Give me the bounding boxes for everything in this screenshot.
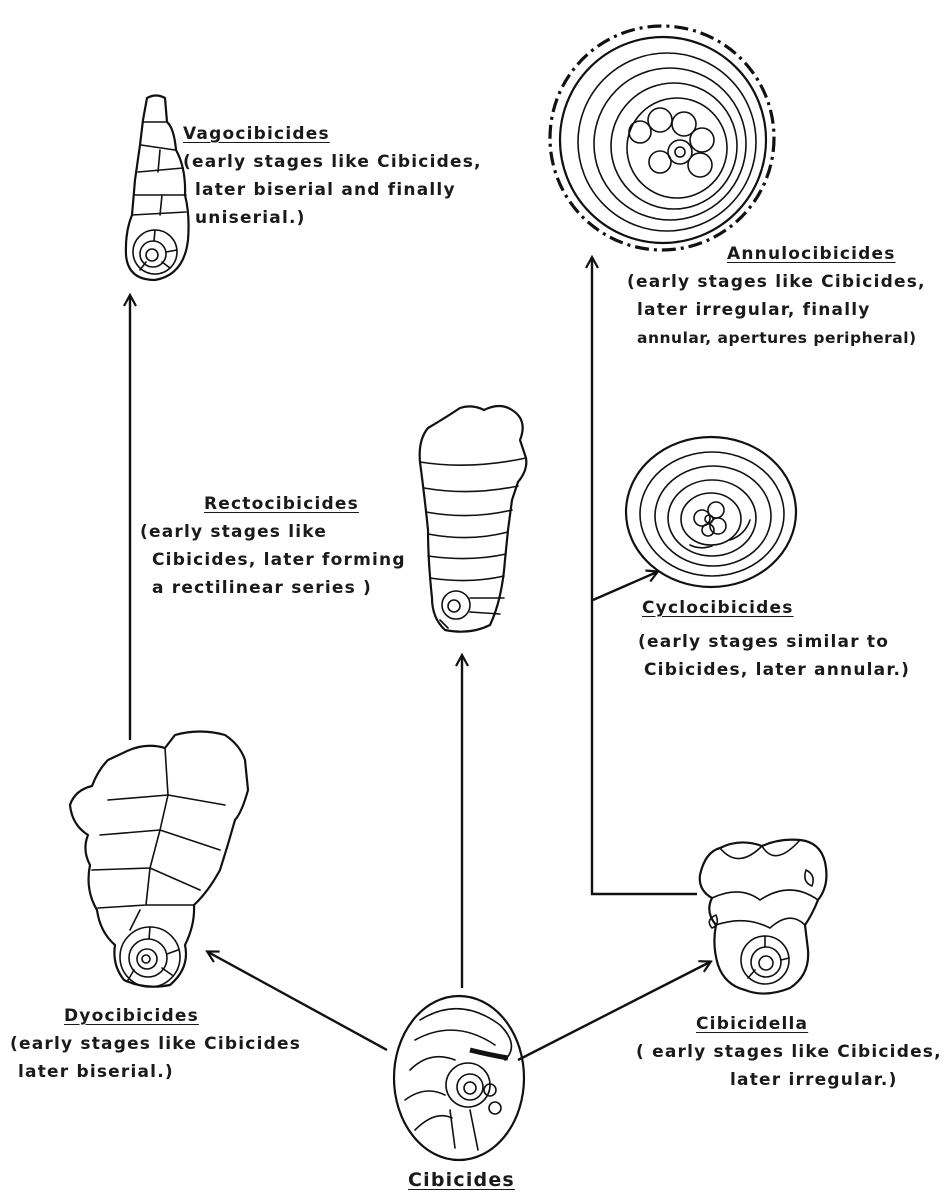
- cibicidella-name: Cibicidella: [636, 1010, 942, 1038]
- annulocibicides-desc-line-2: later irregular, finally: [627, 296, 926, 324]
- dyocibicides-desc-line-2: later biserial.): [10, 1058, 301, 1086]
- dyocibicides-label: Dyocibicides (early stages like Cibicide…: [10, 1002, 301, 1086]
- rectocibicides-name: Rectocibicides: [140, 490, 406, 518]
- vagocibicides-name: Vagocibicides: [183, 120, 482, 148]
- rectocibicides-desc-line-3: a rectilinear series ): [140, 574, 406, 602]
- cibicidella-desc-line-1: ( early stages like Cibicides,: [636, 1038, 942, 1066]
- dyocibicides-illustration: [70, 732, 248, 988]
- rectocibicides-desc-line-1: (early stages like: [140, 518, 406, 546]
- cyclocibicides-illustration: [626, 437, 796, 587]
- vagocibicides-desc-line-1: (early stages like Cibicides,: [183, 148, 482, 176]
- annulocibicides-illustration: [550, 26, 774, 250]
- cyclocibicides-name: Cyclocibicides: [638, 594, 910, 622]
- annulocibicides-desc-line-1: (early stages like Cibicides,: [627, 268, 926, 296]
- annulocibicides-desc-line-3: annular, apertures peripheral): [627, 324, 926, 352]
- dyocibicides-desc-line-1: (early stages like Cibicides: [10, 1030, 301, 1058]
- vagocibicides-desc-line-3: uniserial.): [183, 204, 482, 232]
- rectocibicides-desc-line-2: Cibicides, later forming: [140, 546, 406, 574]
- vagocibicides-label: Vagocibicides (early stages like Cibicid…: [183, 120, 482, 232]
- annulocibicides-name: Annulocibicides: [627, 240, 926, 268]
- cyclocibicides-label: Cyclocibicides (early stages similar to …: [638, 594, 910, 684]
- cibicidella-illustration: [700, 840, 827, 994]
- cyclocibicides-desc-line-2: Cibicides, later annular.): [638, 656, 910, 684]
- dyocibicides-name: Dyocibicides: [10, 1002, 301, 1030]
- vagocibicides-desc-line-2: later biserial and finally: [183, 176, 482, 204]
- rectocibicides-illustration: [420, 406, 527, 632]
- arrow-cibicidella-to-annulo: [592, 258, 697, 894]
- rectocibicides-label: Rectocibicides (early stages like Cibici…: [140, 490, 406, 602]
- cyclocibicides-desc-line-1: (early stages similar to: [638, 628, 910, 656]
- cibicidella-label: Cibicidella ( early stages like Cibicide…: [636, 1010, 942, 1094]
- cibicides-illustration: [394, 996, 524, 1160]
- arrows: [130, 258, 710, 1060]
- cibicides-label: Cibicides: [408, 1166, 515, 1194]
- annulocibicides-label: Annulocibicides (early stages like Cibic…: [627, 240, 926, 352]
- vagocibicides-illustration: [126, 96, 189, 281]
- cibicides-name: Cibicides: [408, 1166, 515, 1194]
- cibicidella-desc-line-2: later irregular.): [636, 1066, 942, 1094]
